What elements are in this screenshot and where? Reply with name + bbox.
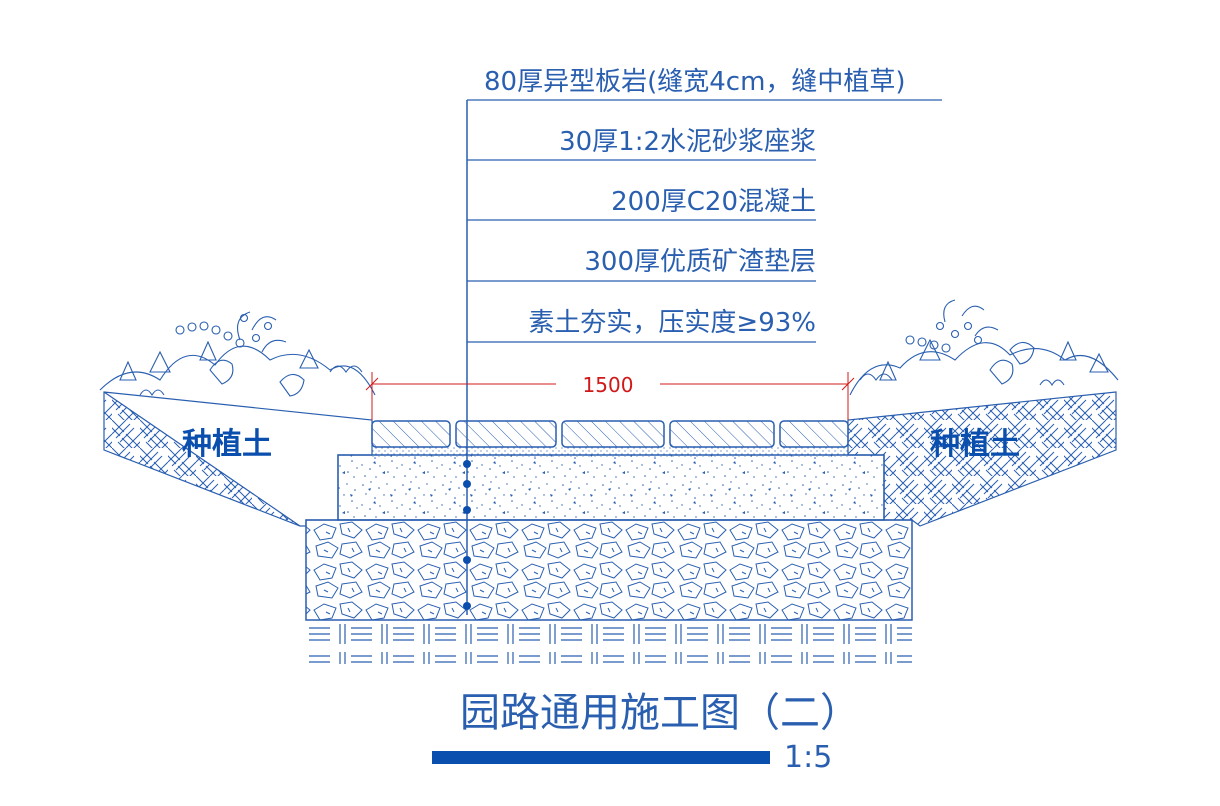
- planting-soil-left-label: 种植土: [182, 427, 272, 462]
- drawing-title: 园路通用施工图（二）: [460, 690, 860, 736]
- drawing-scale: 1:5: [784, 740, 832, 775]
- shrub-left-icon: [99, 311, 376, 397]
- layer-label-2: 30厚1:2水泥砂浆座浆: [559, 127, 816, 157]
- slate-stone: [371, 420, 451, 448]
- leader-dot: [463, 480, 471, 488]
- slate-stone: [561, 420, 665, 448]
- leader-dot: [463, 602, 471, 610]
- slate-stone: [455, 420, 557, 448]
- slate-stones: [371, 420, 849, 448]
- slate-stone: [779, 420, 849, 448]
- leader-dot: [463, 460, 471, 468]
- concrete-layer: [337, 454, 885, 521]
- planting-soil-right-label: 种植土: [930, 427, 1020, 462]
- layer-label-4: 300厚优质矿渣垫层: [584, 247, 816, 277]
- layer-label-5: 素土夯实，压实度≥93%: [528, 308, 816, 338]
- slate-stone: [669, 420, 775, 448]
- layer-label-1: 80厚异型板岩(缝宽4cm，缝中植草): [484, 67, 906, 97]
- leader-dot: [463, 556, 471, 564]
- shrub-right-icon: [849, 299, 1119, 396]
- width-dimension-value: 1500: [583, 373, 634, 397]
- compacted-soil-hatch: [306, 624, 912, 664]
- leader-dot: [463, 506, 471, 514]
- layer-label-3: 200厚C20混凝土: [611, 187, 816, 217]
- leader-dots: [463, 460, 471, 610]
- layer-callouts: 80厚异型板岩(缝宽4cm，缝中植草) 30厚1:2水泥砂浆座浆 200厚C20…: [467, 67, 942, 343]
- title-underline-bar: [432, 751, 770, 764]
- width-dimension: [365, 372, 855, 420]
- mortar-bedding-layer: [372, 447, 848, 457]
- slag-cushion-layer: [305, 519, 913, 621]
